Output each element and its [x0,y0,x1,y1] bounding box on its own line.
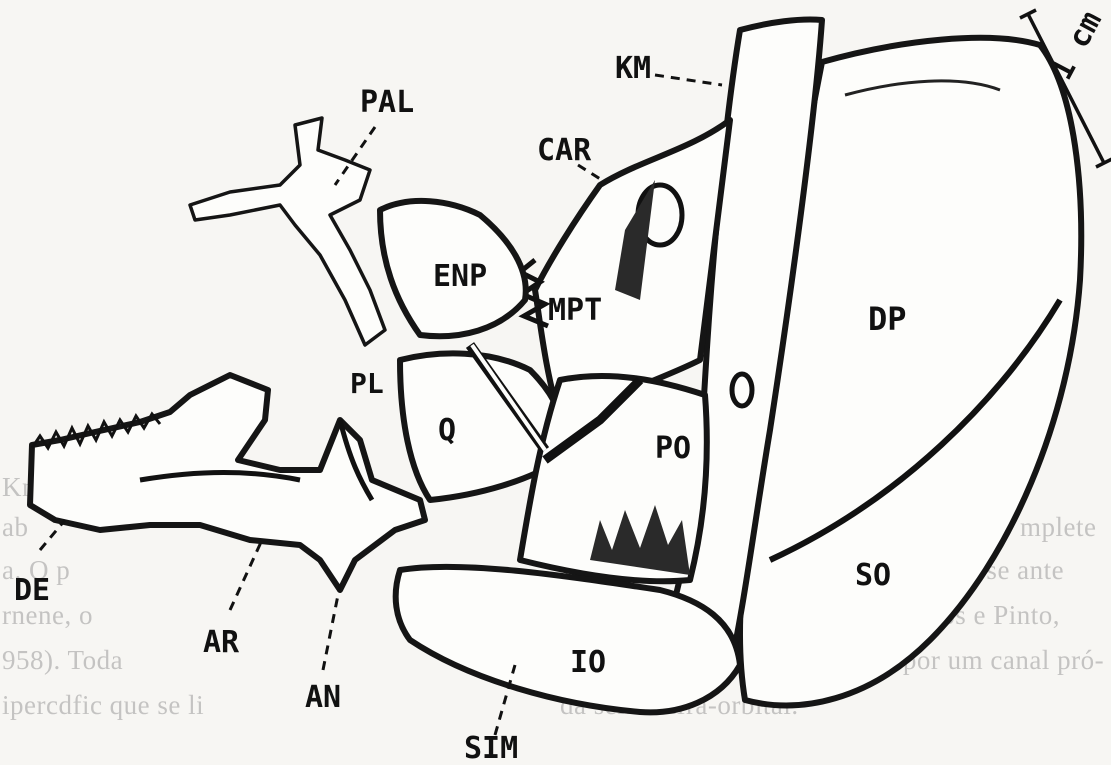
label-de: DE [14,573,50,608]
label-mpt: MPT [548,293,602,328]
label-an: AN [305,680,341,715]
label-po: PO [655,431,691,466]
label-sim: SIM [464,731,518,765]
label-io: IO [570,645,606,680]
leader-de [40,520,65,550]
label-q: Q [438,413,456,448]
leader-an [323,585,340,670]
label-so: SO [855,558,891,593]
label-dp: DP [868,300,907,338]
po-foramen [732,374,752,406]
label-ar: AR [203,625,240,660]
lower-jaw [30,375,425,590]
label-pl: PL [350,367,384,400]
label-km: KM [615,51,651,86]
palatine [190,118,385,345]
leader-km [655,75,722,85]
label-car: CAR [537,133,592,168]
label-enp: ENP [433,259,487,294]
label-pal: PAL [360,85,414,120]
leader-ar [230,540,262,610]
